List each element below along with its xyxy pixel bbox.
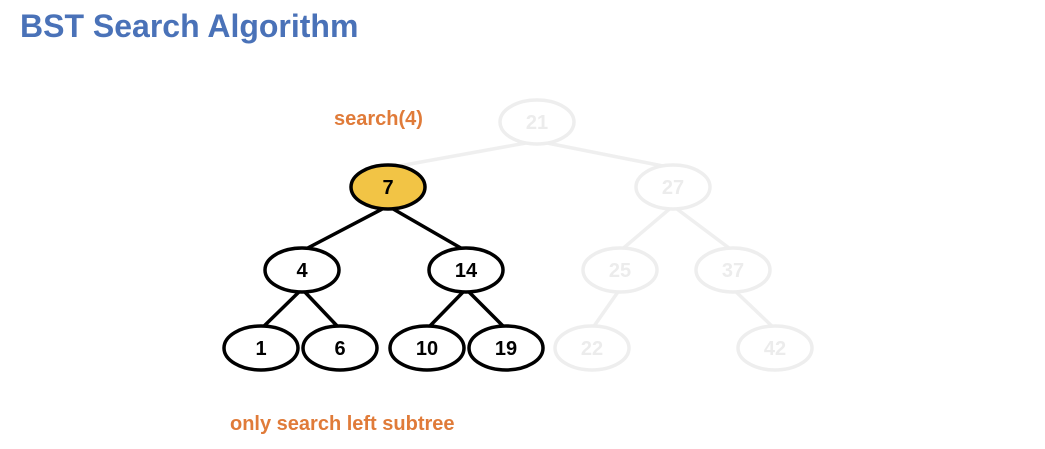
edge-7-4 xyxy=(300,204,390,253)
edge-21-7 xyxy=(386,139,539,170)
search-call-label: search(4) xyxy=(334,108,423,130)
node-ellipse xyxy=(388,324,466,372)
node-label: 14 xyxy=(455,260,478,282)
edge-25-22 xyxy=(590,287,622,331)
edge-27-37 xyxy=(671,204,735,253)
node-ellipse xyxy=(553,324,631,372)
tree-node-42: 42 xyxy=(736,324,814,372)
node-label: 42 xyxy=(764,338,786,360)
tree-node-1: 1 xyxy=(222,324,300,372)
node-label: 27 xyxy=(662,177,684,199)
subtree-note: only search left subtree xyxy=(230,413,455,435)
node-ellipse xyxy=(634,163,712,211)
edge-27-25 xyxy=(618,204,675,253)
node-ellipse xyxy=(581,246,659,294)
tree-node-27: 27 xyxy=(634,163,712,211)
node-label: 25 xyxy=(609,260,631,282)
node-label: 22 xyxy=(581,338,603,360)
node-ellipse xyxy=(349,163,427,211)
edge-4-6 xyxy=(300,287,342,331)
edge-4-1 xyxy=(259,287,304,331)
node-ellipse xyxy=(694,246,772,294)
node-ellipse xyxy=(263,246,341,294)
node-ellipse xyxy=(498,98,576,146)
node-ellipse xyxy=(736,324,814,372)
edges-layer xyxy=(259,139,777,331)
nodes-layer: 21 7 27 4 14 25 37 1 6 10 19 22 42 xyxy=(222,98,814,372)
node-label: 21 xyxy=(526,112,548,134)
node-ellipse xyxy=(222,324,300,372)
tree-node-21: 21 xyxy=(498,98,576,146)
tree-node-37: 37 xyxy=(694,246,772,294)
tree-node-14: 14 xyxy=(427,246,505,294)
node-label: 1 xyxy=(255,338,266,360)
node-ellipse xyxy=(467,324,545,372)
page-title: BST Search Algorithm xyxy=(20,8,359,44)
tree-node-4: 4 xyxy=(263,246,341,294)
edge-21-27 xyxy=(535,139,675,170)
node-ellipse xyxy=(301,324,379,372)
node-label: 37 xyxy=(722,260,744,282)
node-label: 4 xyxy=(296,260,308,282)
edge-37-42 xyxy=(731,287,777,331)
tree-node-19: 19 xyxy=(467,324,545,372)
tree-node-10: 10 xyxy=(388,324,466,372)
node-ellipse xyxy=(427,246,505,294)
edge-7-14 xyxy=(386,204,468,253)
edge-14-19 xyxy=(464,287,508,331)
tree-node-22: 22 xyxy=(553,324,631,372)
tree-node-7: 7 xyxy=(349,163,427,211)
tree-node-6: 6 xyxy=(301,324,379,372)
node-label: 6 xyxy=(334,338,345,360)
node-label: 10 xyxy=(416,338,438,360)
tree-node-25: 25 xyxy=(581,246,659,294)
node-label: 19 xyxy=(495,338,517,360)
node-label: 7 xyxy=(382,177,393,199)
edge-14-10 xyxy=(425,287,468,331)
